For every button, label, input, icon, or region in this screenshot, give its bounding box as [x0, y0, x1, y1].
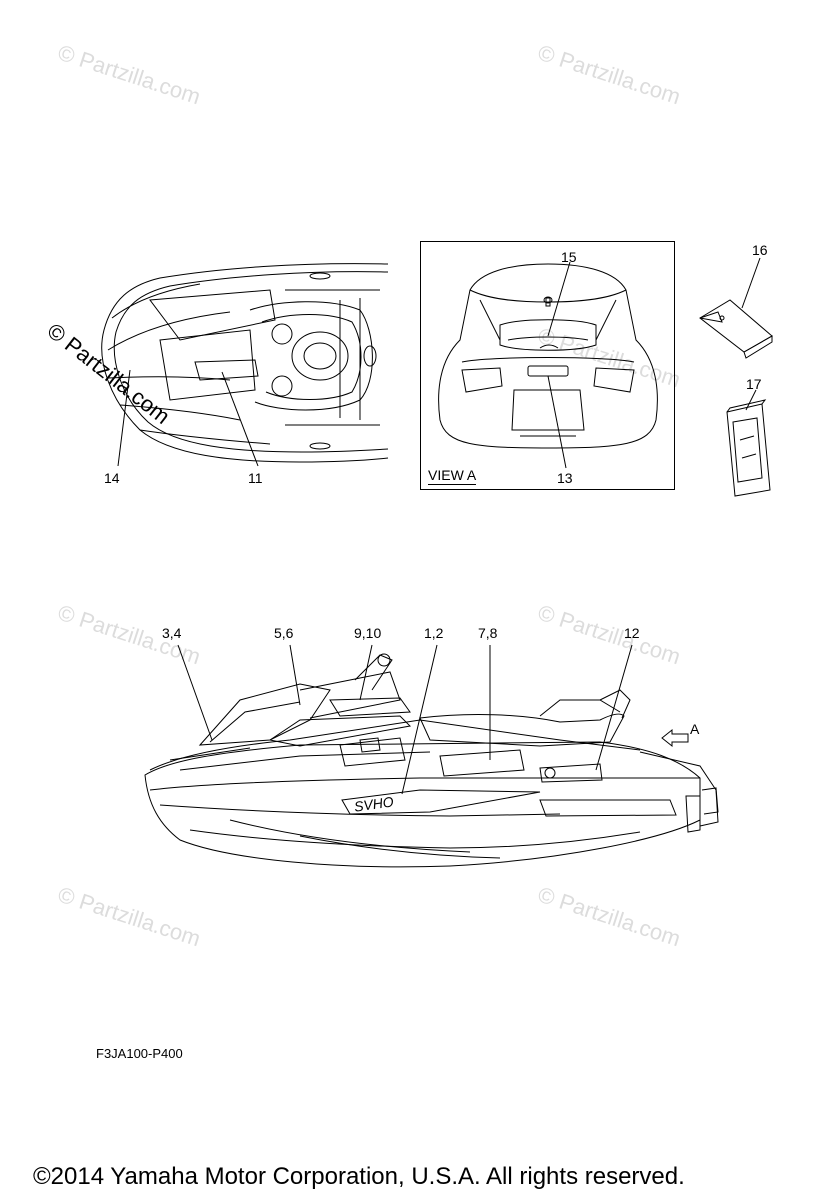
callout-13: 13 — [557, 470, 573, 486]
callout-7-8: 7,8 — [478, 625, 498, 641]
view-a-label: VIEW A — [428, 467, 477, 485]
callout-3-4: 3,4 — [162, 625, 182, 641]
callout-12: 12 — [624, 625, 640, 641]
callout-15: 15 — [561, 249, 577, 265]
stern-view — [438, 263, 658, 449]
view-a-frame — [420, 241, 675, 490]
view-a-arrow — [661, 728, 689, 748]
view-a-marker: A — [690, 721, 700, 737]
part-16-pouch — [699, 299, 773, 359]
figure-code: F3JA100-P400 — [96, 1046, 183, 1061]
side-view-watercraft — [144, 653, 719, 868]
callout-11: 11 — [248, 470, 263, 486]
callout-14: 14 — [104, 470, 120, 486]
callout-17: 17 — [746, 376, 762, 392]
copyright-notice: ©2014 Yamaha Motor Corporation, U.S.A. A… — [33, 1163, 685, 1190]
callout-1-2: 1,2 — [424, 625, 444, 641]
callout-5-6: 5,6 — [274, 625, 294, 641]
callout-16: 16 — [752, 242, 768, 258]
part-17-sticker — [726, 399, 771, 497]
callout-9-10: 9,10 — [354, 625, 382, 641]
top-view-deck — [101, 263, 389, 463]
